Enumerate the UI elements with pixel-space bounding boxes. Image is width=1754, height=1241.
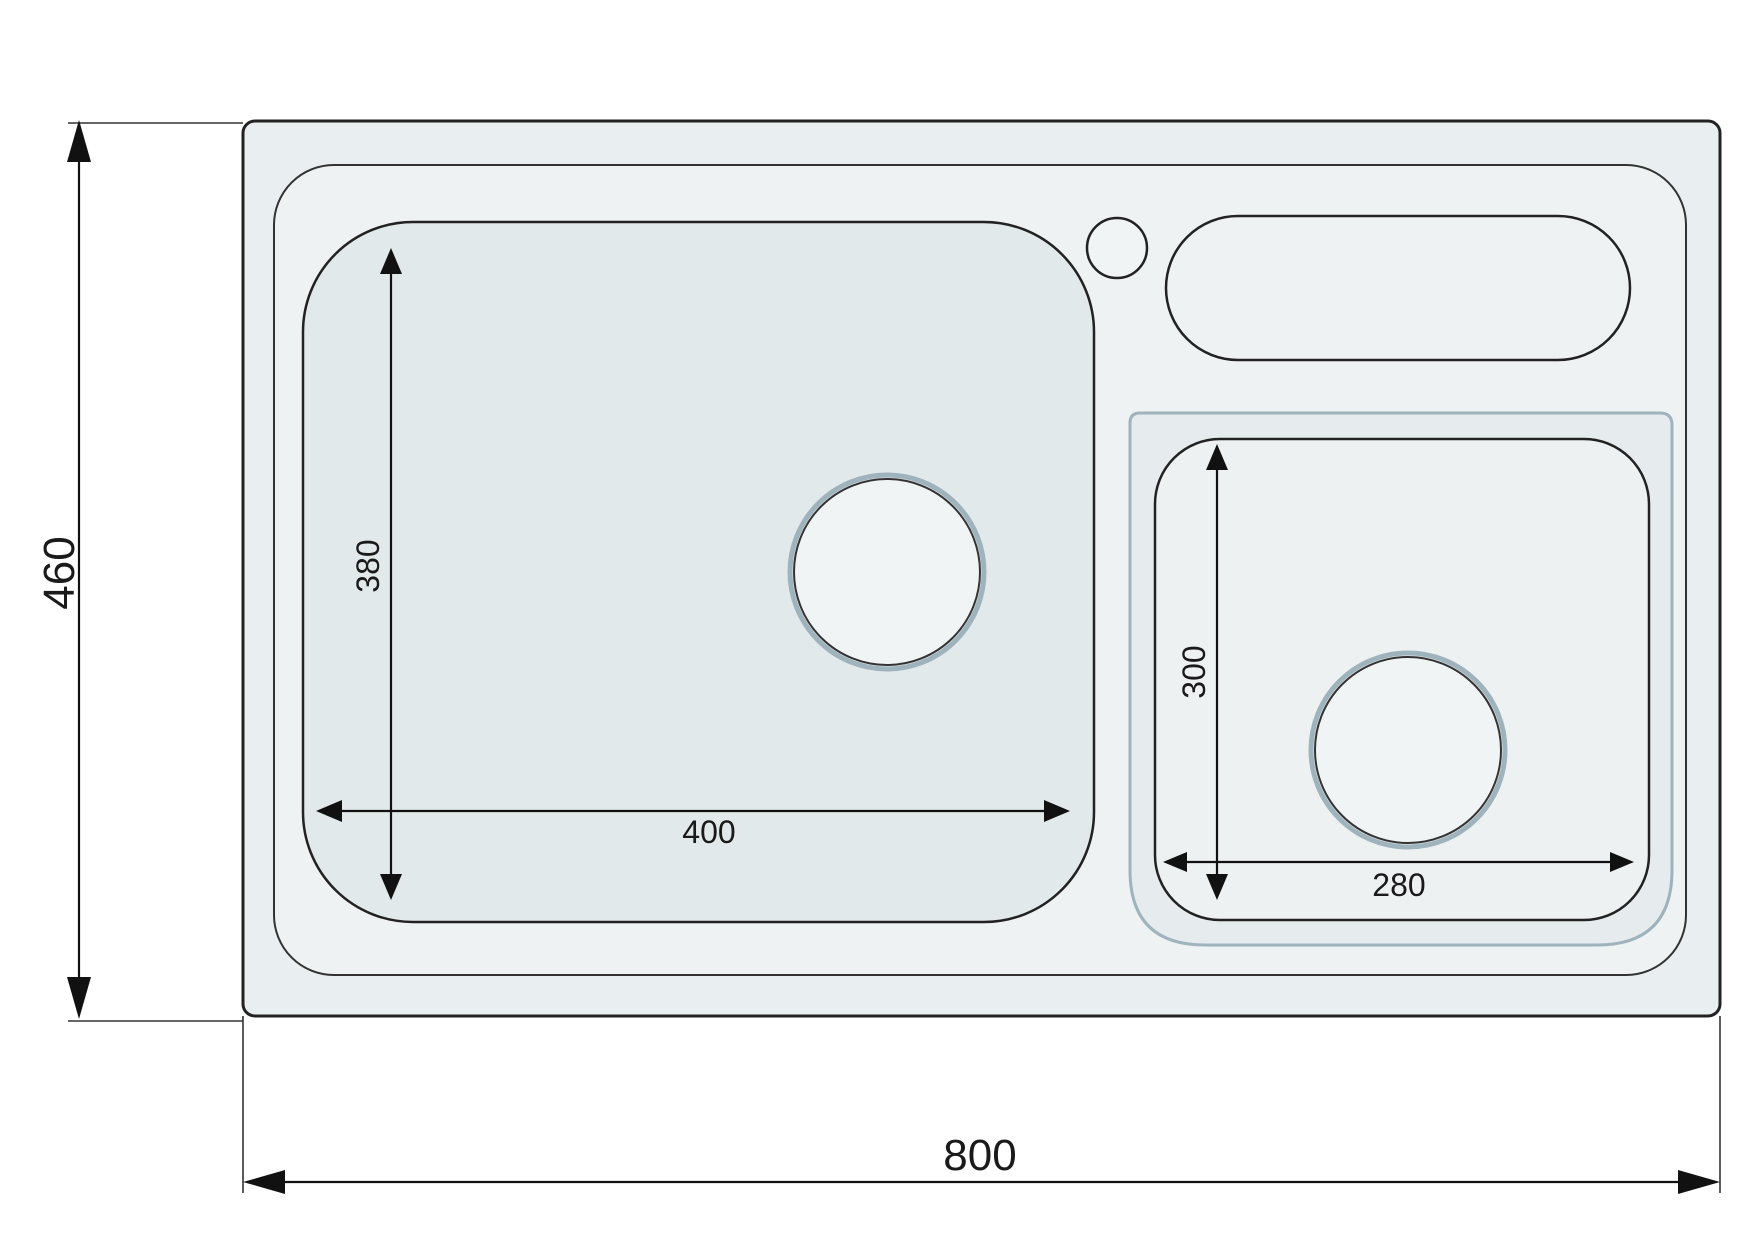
width-arrow-right (1678, 1170, 1720, 1194)
large-bowl-drain-ring (787, 472, 987, 672)
small-bowl (1128, 411, 1674, 947)
height-arrow-top (67, 120, 91, 162)
small-bowl-width-label: 280 (1372, 867, 1425, 903)
small-bowl-height-arrow-bottom (1206, 874, 1228, 900)
small-bowl-width-dimension: 280 (1163, 852, 1634, 903)
small-bowl-drain-ring (1308, 650, 1508, 850)
faucet-hole (1085, 216, 1149, 280)
overall-width-label: 800 (943, 1131, 1016, 1180)
large-bowl (301, 220, 1096, 924)
overflow-slot (1164, 214, 1632, 362)
large-bowl-height-label: 380 (350, 539, 386, 592)
height-arrow-bottom (67, 977, 91, 1019)
large-bowl-height-arrow-bottom (380, 874, 402, 900)
small-bowl-height-arrow-top (1206, 444, 1228, 470)
overall-width-dimension: 800 (242, 1016, 1721, 1194)
small-bowl-width-arrow-right (1610, 852, 1634, 872)
small-bowl-height-dimension: 300 (1176, 444, 1228, 900)
small-bowl-height-label: 300 (1176, 645, 1212, 698)
overall-height-label: 460 (35, 536, 84, 609)
large-bowl-width-arrow-left (316, 800, 342, 822)
width-arrow-left (243, 1170, 285, 1194)
large-bowl-width-arrow-right (1044, 800, 1070, 822)
large-bowl-width-label: 400 (682, 814, 735, 850)
large-bowl-height-dimension: 380 (350, 248, 402, 900)
small-bowl-drain (1314, 656, 1502, 844)
small-bowl-width-arrow-left (1163, 852, 1187, 872)
large-bowl-width-dimension: 400 (316, 800, 1070, 850)
large-bowl-height-arrow-top (380, 248, 402, 274)
large-bowl-drain (793, 478, 981, 666)
large-bowl-basin (301, 220, 1096, 924)
overall-height-dimension: 460 (35, 120, 243, 1022)
